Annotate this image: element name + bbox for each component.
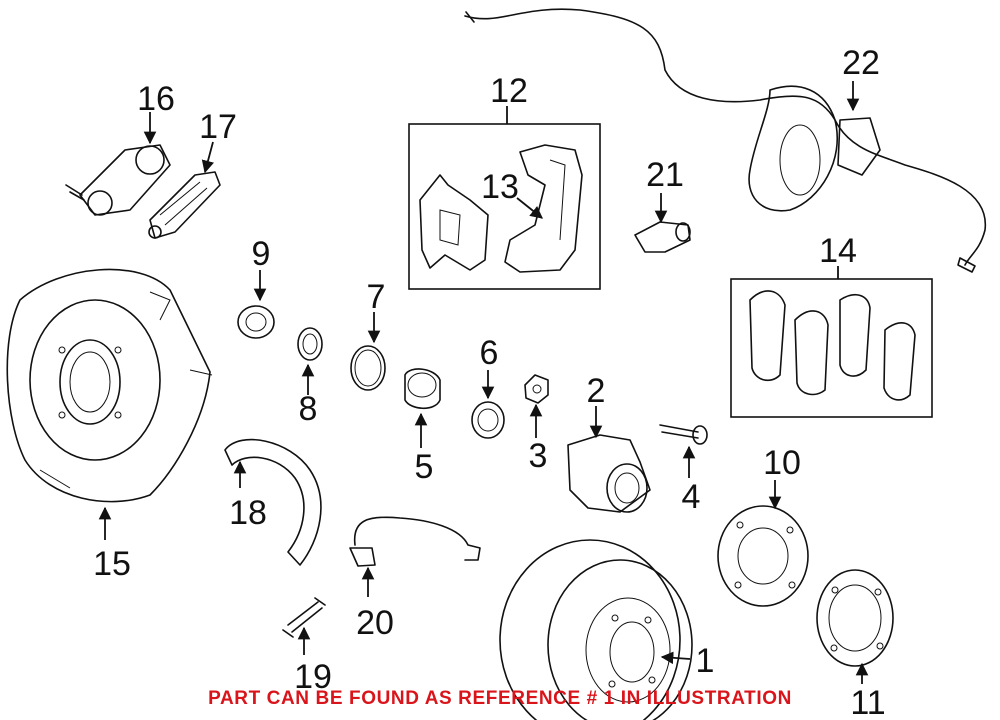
leader-lines — [98, 81, 869, 684]
brake-rotor-1 — [499, 539, 693, 720]
caliper-bracket — [504, 144, 583, 273]
spring-19 — [282, 597, 326, 638]
cylinder-part — [65, 144, 171, 216]
callout-4: 4 — [682, 478, 701, 516]
bearing-5 — [404, 368, 441, 410]
cable-20 — [349, 516, 481, 567]
callout-13: 13 — [481, 168, 519, 206]
snap-ring-7 — [350, 345, 386, 391]
hub-bolt-4 — [659, 424, 708, 445]
sensor-part — [634, 221, 691, 253]
callout-8: 8 — [299, 390, 318, 428]
callout-3: 3 — [529, 437, 548, 475]
callout-18: 18 — [229, 494, 267, 532]
drum-plate-10 — [717, 505, 809, 607]
callout-21: 21 — [646, 156, 684, 194]
callout-labels: 16 17 9 8 7 5 6 3 2 4 10 11 12 13 14 15 … — [93, 44, 886, 720]
abs-wire-harness — [464, 8, 986, 273]
brake-pads — [749, 290, 916, 401]
callout-11: 11 — [850, 684, 885, 720]
callout-9: 9 — [252, 235, 271, 273]
callout-15: 15 — [93, 545, 131, 583]
callout-1: 1 — [696, 642, 715, 680]
callout-12: 12 — [490, 72, 528, 110]
callout-6: 6 — [480, 334, 499, 372]
pads-group-box — [730, 278, 933, 418]
caliper-group-box — [408, 123, 601, 290]
oil-seal-6 — [471, 401, 505, 439]
washer-8 — [297, 327, 323, 361]
callout-22: 22 — [842, 44, 880, 82]
gasket-11 — [816, 569, 894, 667]
reference-caption: PART CAN BE FOUND AS REFERENCE # 1 IN IL… — [208, 688, 792, 709]
callout-19: 19 — [294, 658, 332, 696]
callout-5: 5 — [415, 448, 434, 486]
backing-plate — [6, 268, 213, 503]
callout-2: 2 — [587, 372, 606, 410]
adjuster-part — [148, 171, 221, 239]
caliper — [419, 174, 489, 271]
callout-7: 7 — [367, 278, 386, 316]
callout-16: 16 — [137, 80, 175, 118]
brake-shoe-18 — [224, 438, 322, 566]
nut-3 — [524, 374, 549, 404]
callout-17: 17 — [199, 108, 237, 146]
callout-20: 20 — [356, 604, 394, 642]
callout-10: 10 — [763, 444, 801, 482]
hub-2 — [567, 434, 651, 513]
callout-14: 14 — [819, 232, 857, 270]
oil-seal-9 — [237, 305, 275, 339]
